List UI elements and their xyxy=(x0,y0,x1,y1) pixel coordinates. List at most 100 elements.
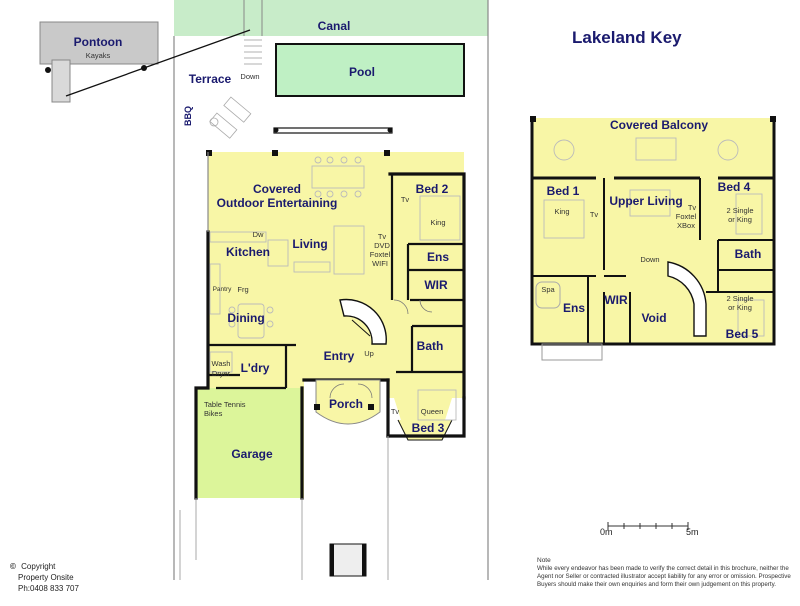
upper-media-tv: Tv xyxy=(688,203,697,212)
pontoon xyxy=(39,21,159,65)
canal-walkway xyxy=(243,0,263,36)
living-media-wifi: WIFI xyxy=(372,259,388,268)
canal-steps xyxy=(244,39,262,65)
spa-label: Spa xyxy=(541,285,555,294)
page-title: Lakeland Key xyxy=(572,28,682,47)
note-text: While every endeavor has been made to ve… xyxy=(537,565,791,588)
bed5-beds-1: 2 Single xyxy=(726,294,753,303)
upper-media-foxtel: Foxtel xyxy=(676,212,697,221)
upper-ens-label: Ens xyxy=(563,301,585,315)
garage-fill xyxy=(196,388,302,498)
outdoor-dining-table xyxy=(311,156,365,198)
covered-balcony-label: Covered Balcony xyxy=(610,118,708,132)
bed2-label: Bed 2 xyxy=(416,182,449,196)
living-label: Living xyxy=(292,237,327,251)
canal xyxy=(174,0,488,36)
garage-label: Garage xyxy=(231,447,273,461)
upper-balcony-posts xyxy=(530,116,776,122)
upper-front-ledge xyxy=(541,343,603,361)
dw-label: Dw xyxy=(253,230,264,239)
pool-label: Pool xyxy=(349,65,375,79)
garage-driveway xyxy=(179,498,197,580)
pantry-label: Pantry xyxy=(213,286,233,293)
canal-label: Canal xyxy=(318,19,351,33)
kitchen-counters xyxy=(209,231,289,315)
bed5-beds-2: or King xyxy=(728,303,752,312)
wir-label: WIR xyxy=(424,278,448,292)
balcony-furniture xyxy=(553,137,739,161)
bath-label: Bath xyxy=(417,339,444,353)
living-furniture xyxy=(293,225,365,275)
bed1-king: King xyxy=(554,207,569,216)
bed2-tv: Tv xyxy=(401,195,410,204)
ens-label: Ens xyxy=(427,250,449,264)
bbq-label: BBQ xyxy=(183,106,193,126)
upper-walls xyxy=(530,118,776,346)
pontoon-post xyxy=(141,65,147,71)
down-label: Down xyxy=(240,72,259,81)
upper-beds xyxy=(543,189,765,337)
up-label: Up xyxy=(364,349,374,358)
copyright-icon: © xyxy=(10,562,16,571)
bed4-beds-2: or King xyxy=(728,215,752,224)
porch-label: Porch xyxy=(329,397,363,411)
copyright-block: © Copyright Property Onsite Ph:0408 833 … xyxy=(10,561,79,594)
copyright-line1: Copyright xyxy=(21,562,56,571)
garage-note-1: Table Tennis xyxy=(204,400,246,409)
bed5-label: Bed 5 xyxy=(726,327,759,341)
bed2-bed xyxy=(419,195,461,241)
upper-living-label: Upper Living xyxy=(609,194,682,208)
living-media-tv: Tv xyxy=(378,232,387,241)
pontoon-rope xyxy=(65,29,251,97)
sun-lounges xyxy=(209,96,252,139)
ground-stairs xyxy=(339,298,387,345)
copyright-line2: Property Onsite xyxy=(18,573,74,582)
gangway xyxy=(51,59,71,103)
bed3-label: Bed 3 xyxy=(412,421,445,435)
bed4-beds-1: 2 Single xyxy=(726,206,753,215)
void-label: Void xyxy=(641,311,666,325)
upper-balcony-fill xyxy=(532,118,774,178)
pontoon-post xyxy=(45,67,51,73)
spa xyxy=(535,281,561,309)
entry-label: Entry xyxy=(324,349,355,363)
living-media-dvd: DVD xyxy=(374,241,390,250)
dining-label: Dining xyxy=(227,311,264,325)
covered-outdoor-label-1: Covered xyxy=(253,182,301,196)
bed4-label: Bed 4 xyxy=(718,180,751,194)
upper-stairs xyxy=(667,261,707,337)
scale-end-label: 5m xyxy=(686,527,699,537)
scale-start-label: 0m xyxy=(600,527,613,537)
bed3-bed xyxy=(417,389,457,421)
bed3-tv: Tv xyxy=(391,407,400,416)
bed1-label: Bed 1 xyxy=(547,184,580,198)
ground-interior-walls xyxy=(208,174,464,390)
covered-area-posts xyxy=(206,150,390,156)
terrace-label: Terrace xyxy=(189,72,232,86)
balustrade xyxy=(273,127,393,134)
bed2-king: King xyxy=(430,218,445,227)
lot-boundary xyxy=(173,0,489,580)
garage-note-2: Bikes xyxy=(204,409,223,418)
kitchen-label: Kitchen xyxy=(226,245,270,259)
upper-floor-fill xyxy=(532,178,774,344)
laundry-appliances xyxy=(209,351,233,373)
stair-arrow xyxy=(351,319,371,337)
wash-label: Wash xyxy=(212,359,231,368)
note-heading: Note xyxy=(537,557,551,564)
upper-media-xbox: XBox xyxy=(677,221,695,230)
covered-outdoor-label-2: Outdoor Entertaining xyxy=(217,196,338,210)
dining-table xyxy=(228,303,274,339)
dryer-label: Dryer xyxy=(212,369,231,378)
copyright-line3: Ph:0408 833 707 xyxy=(18,584,79,593)
bed1-tv: Tv xyxy=(590,210,599,219)
upper-wir-label: WIR xyxy=(604,293,628,307)
driveway xyxy=(301,436,389,580)
ground-doors xyxy=(329,299,433,399)
queen-label: Queen xyxy=(421,407,444,416)
living-media-foxtel: Foxtel xyxy=(370,250,391,259)
pontoon-label: Pontoon xyxy=(74,35,123,49)
front-gate xyxy=(329,543,367,577)
upper-down-label: Down xyxy=(640,255,659,264)
